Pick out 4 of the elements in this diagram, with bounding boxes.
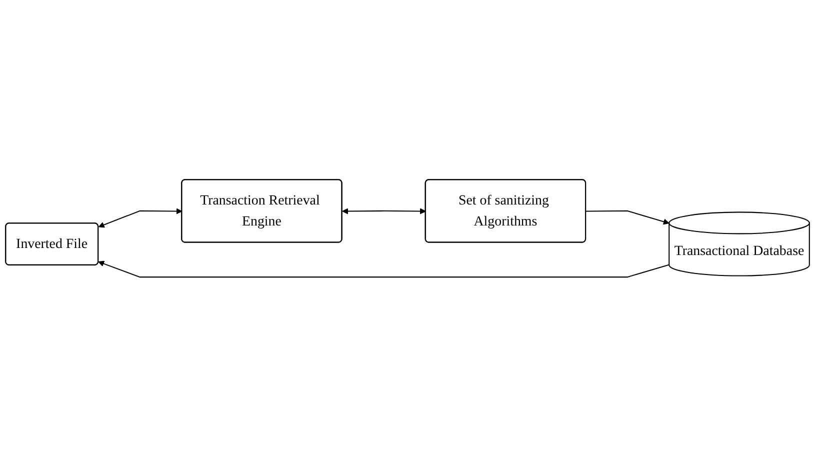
arrow — [98, 208, 182, 228]
arrow — [98, 260, 670, 278]
arrow — [342, 208, 426, 214]
arrow — [586, 210, 670, 225]
